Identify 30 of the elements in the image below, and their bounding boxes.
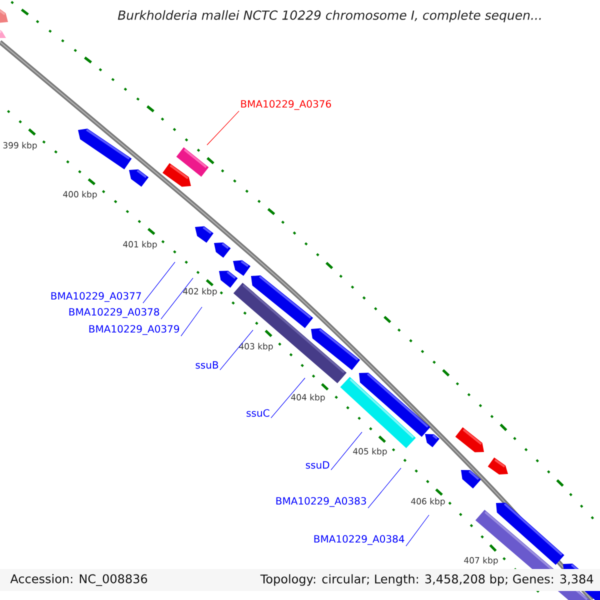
tick-label: 405 kbp: [353, 448, 387, 456]
tick-label: 407 kbp: [464, 556, 498, 566]
leader-line: [206, 110, 240, 146]
leader-line: [270, 378, 306, 418]
leader-line: [220, 330, 254, 370]
tick-label: 401 kbp: [123, 240, 157, 250]
gene-label: BMA10229_A0376: [241, 100, 331, 110]
gene-label: ssuC: [246, 409, 270, 417]
leader-line: [160, 278, 194, 320]
leader-line: [406, 514, 430, 546]
tick-label: 406 kbp: [411, 498, 445, 506]
gene-label: BMA10229_A0379: [89, 325, 180, 335]
leader-line: [368, 468, 402, 508]
title: Burkholderia mallei NCTC 10229 chromosome I, complete sequen...: [118, 10, 541, 22]
accession-text: Accession: NC_008836: [10, 574, 148, 586]
tick-label: 399 kbp: [3, 142, 37, 150]
gene-label: ssuB: [196, 361, 218, 369]
leader-line: [330, 432, 362, 470]
gene-label: ssuD: [306, 461, 330, 469]
gene-label: BMA10229_A0384: [314, 535, 404, 545]
gene-label: BMA10229_A0383: [276, 497, 366, 507]
gene-label: BMA10229_A0378: [69, 308, 160, 318]
gene-label: BMA10229_A0377: [51, 292, 141, 302]
leader-line: [180, 306, 202, 336]
tick-label: 403 kbp: [239, 342, 273, 352]
topology-text: Topology: circular; Length: 3,458,208 bp; Genes: 3,384: [260, 574, 594, 586]
tick-label: 404 kbp: [291, 394, 325, 402]
leader-line: [142, 262, 176, 304]
tick-label: 400 kbp: [63, 190, 97, 200]
tick-label: 402 kbp: [183, 288, 217, 296]
